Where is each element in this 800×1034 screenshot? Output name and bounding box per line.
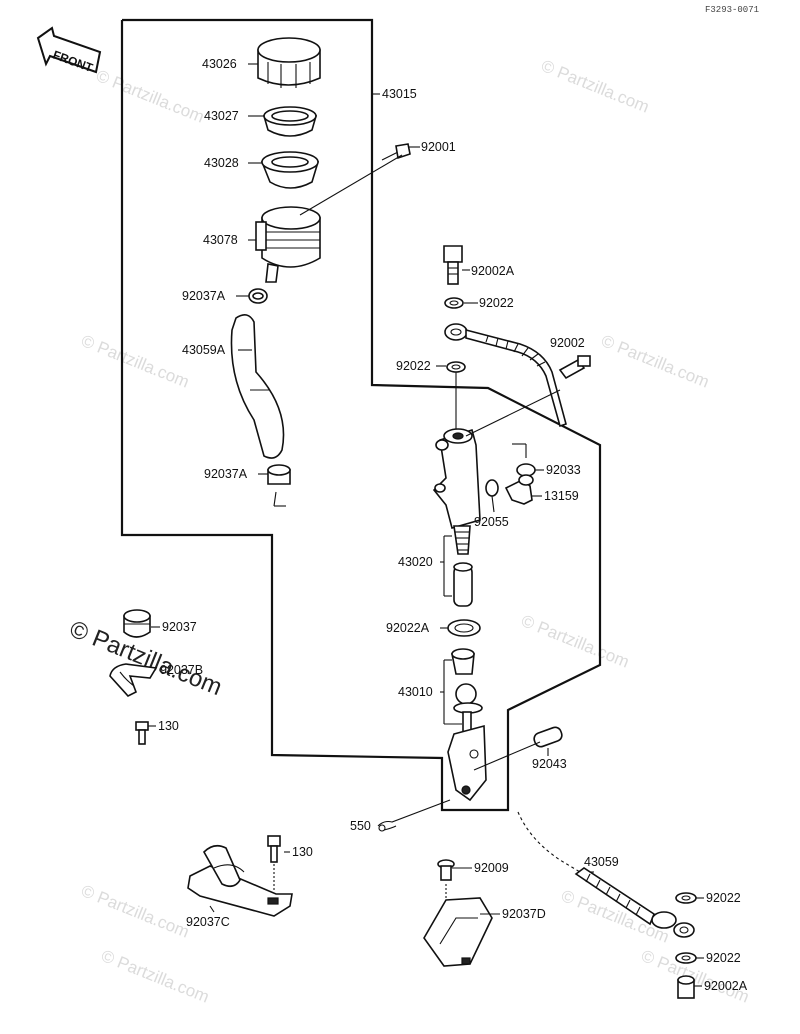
label-550: 550 [350, 819, 371, 833]
bolt-130-b [267, 835, 281, 863]
brake-hose-lower [574, 867, 695, 938]
label-92022a: 92022A [386, 621, 430, 635]
reservoir-tank [255, 206, 321, 283]
label-92037b: 92037B [160, 663, 203, 677]
leader-line [473, 741, 541, 771]
clamp-92037b [109, 663, 158, 697]
front-arrow-icon: FRONT [36, 26, 102, 75]
watermark: © Partzilla.com [99, 946, 212, 1007]
label-43015: 43015 [382, 87, 417, 101]
reservoir-diaphragm [260, 151, 320, 189]
seal-92022a [447, 619, 481, 637]
screw-92009 [437, 859, 455, 881]
push-rod-43010 [447, 648, 487, 802]
label-43059: 43059 [584, 855, 619, 869]
leader-line [299, 154, 403, 216]
cotter-pin-550 [377, 799, 451, 832]
watermark: © Partzilla.com [599, 331, 712, 392]
watermarks: © Partzilla.com © Partzilla.com © Partzi… [66, 56, 752, 1007]
label-43028: 43028 [204, 156, 239, 170]
label-92002a-top: 92002A [471, 264, 515, 278]
watermark: © Partzilla.com [539, 56, 652, 117]
watermark: © Partzilla.com [94, 66, 207, 127]
label-43020: 43020 [398, 555, 433, 569]
leader-lines [148, 63, 704, 987]
brake-hose-upper [444, 323, 567, 428]
label-92037a-top: 92037A [182, 289, 226, 303]
master-cylinder-body [432, 428, 481, 529]
label-43078: 43078 [203, 233, 238, 247]
o-ring-92055 [485, 479, 499, 497]
washer-92022-a [444, 297, 464, 309]
label-92022-b: 92022 [396, 359, 431, 373]
part-labels: 43026 43015 43027 43028 92001 43078 9200… [158, 57, 748, 993]
reservoir-hose [230, 314, 285, 459]
label-92033: 92033 [546, 463, 581, 477]
circlip-92033 [512, 443, 536, 477]
label-43059a: 43059A [182, 343, 226, 357]
watermark: © Partzilla.com [79, 881, 192, 942]
label-92002a-bottom: 92002A [704, 979, 748, 993]
fitting-13159 [504, 474, 534, 505]
label-92043: 92043 [532, 757, 567, 771]
banjo-bolt-top [443, 245, 463, 285]
clamp-92037a-bottom [267, 464, 291, 507]
assembly-frame [120, 18, 602, 812]
label-92009: 92009 [474, 861, 509, 875]
label-92037a-bottom: 92037A [204, 467, 248, 481]
label-92037c: 92037C [186, 915, 230, 929]
pin-92043 [533, 726, 563, 748]
label-130-b: 130 [292, 845, 313, 859]
label-43026: 43026 [202, 57, 237, 71]
diagram-code: F3293-0071 [705, 5, 759, 15]
label-43010: 43010 [398, 685, 433, 699]
washer-92022-b [446, 361, 466, 373]
watermark: © Partzilla.com [519, 611, 632, 672]
washer-92022-d [675, 952, 697, 964]
label-13159: 13159 [544, 489, 579, 503]
piston-spring-43020 [453, 525, 473, 607]
bolt-92002 [558, 355, 591, 380]
screw-92001 [381, 143, 411, 161]
leader-line [465, 389, 561, 437]
label-130-a: 130 [158, 719, 179, 733]
label-92022-c: 92022 [706, 891, 741, 905]
label-92001: 92001 [421, 140, 456, 154]
grommet-92037 [123, 609, 151, 638]
label-92055: 92055 [474, 515, 509, 529]
bolt-130-a [135, 721, 149, 745]
watermark: © Partzilla.com [79, 331, 192, 392]
washer-92022-c [675, 892, 697, 904]
label-92037: 92037 [162, 620, 197, 634]
label-92022-d: 92022 [706, 951, 741, 965]
label-43027: 43027 [204, 109, 239, 123]
label-92022-a: 92022 [479, 296, 514, 310]
banjo-bolt-bottom [677, 975, 695, 999]
label-92037d: 92037D [502, 907, 546, 921]
clamp-92037a-top [248, 288, 268, 304]
label-92002: 92002 [550, 336, 585, 350]
routing-line [517, 811, 581, 873]
reservoir-ring [262, 106, 318, 137]
bracket-92037c [187, 844, 293, 917]
guard-92037d [423, 897, 493, 967]
reservoir-cap [257, 37, 321, 88]
